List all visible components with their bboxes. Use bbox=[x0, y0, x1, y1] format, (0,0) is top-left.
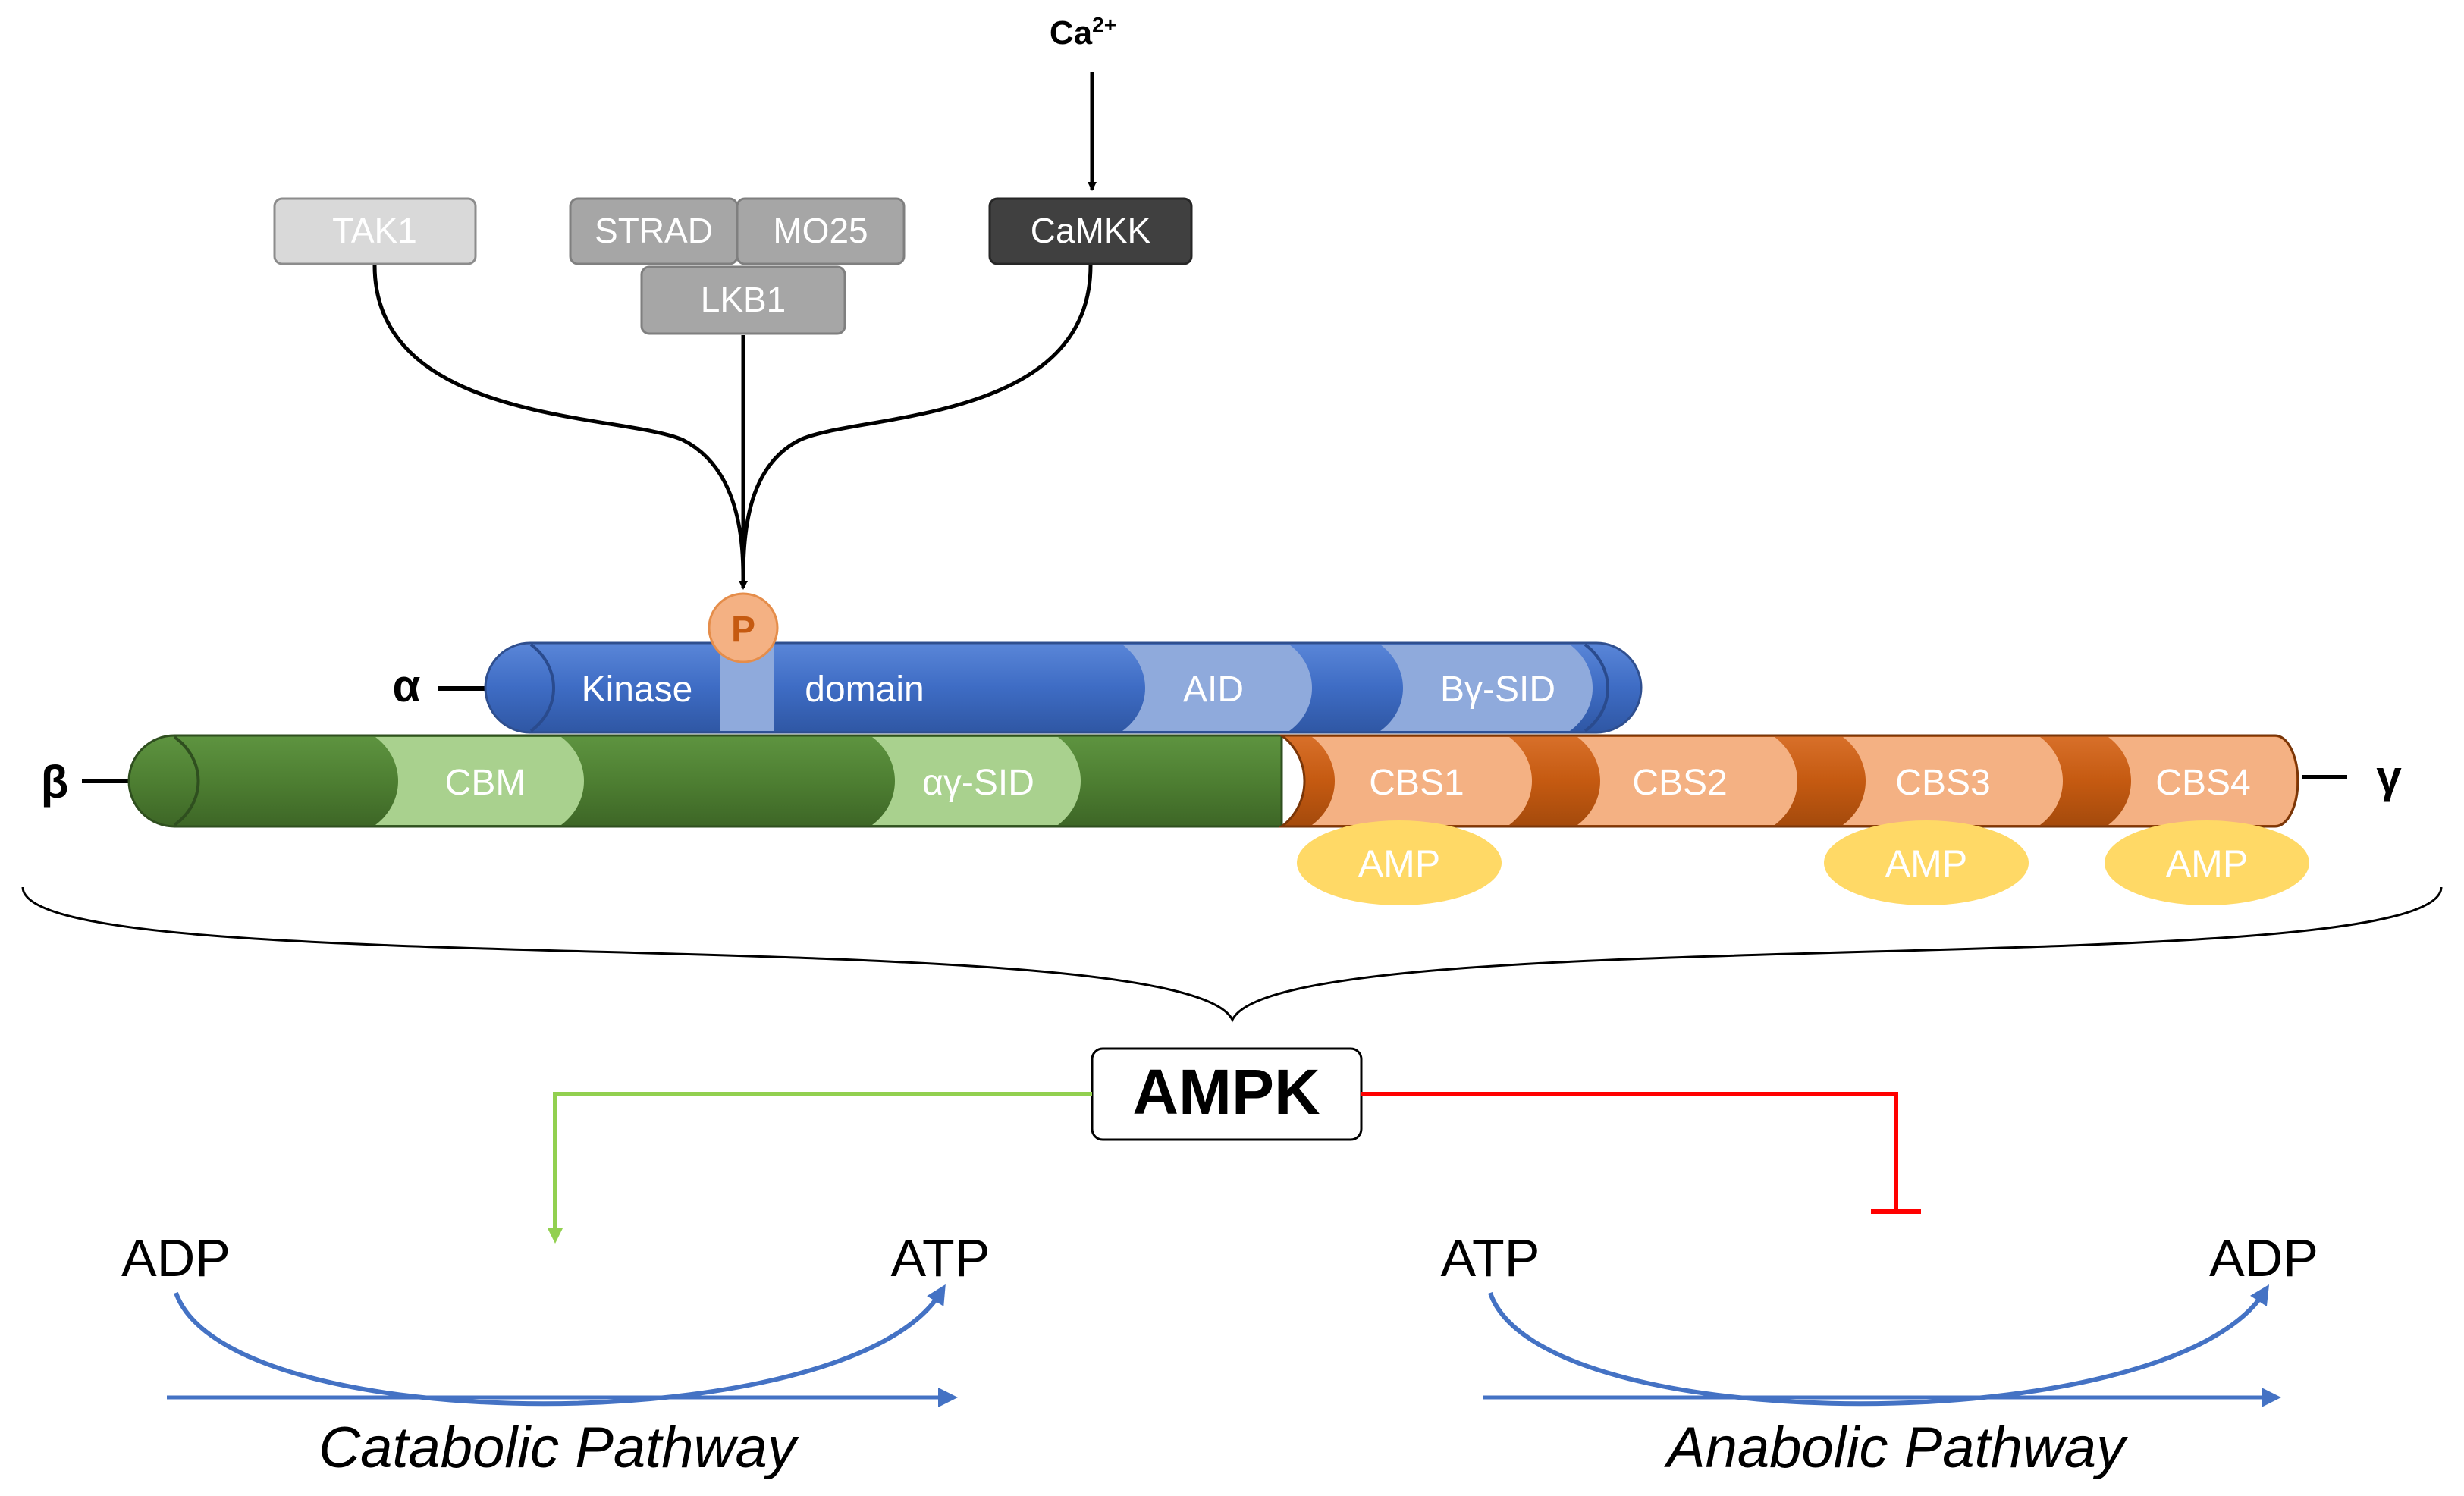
anabolic-product: ADP bbox=[2209, 1228, 2318, 1287]
calcium-label: Ca2+ bbox=[1050, 13, 1116, 52]
kinase-domain-label-right: domain bbox=[805, 670, 924, 710]
cbm-label: CBM bbox=[445, 763, 526, 803]
activation-arrow bbox=[548, 1092, 1092, 1244]
lkb1-box[interactable]: LKB1 bbox=[640, 265, 846, 335]
beta-symbol: β bbox=[41, 757, 69, 808]
catabolic-cofactor-arc bbox=[174, 1284, 946, 1407]
catabolic-product: ATP bbox=[891, 1228, 990, 1287]
amp-label: AMP bbox=[1885, 842, 1967, 885]
lkb1-label: LKB1 bbox=[701, 280, 786, 319]
tak1-box[interactable]: TAK1 bbox=[273, 197, 477, 265]
gamma-symbol: γ bbox=[2376, 751, 2402, 802]
phospho-site: P bbox=[708, 592, 779, 663]
mo25-box[interactable]: MO25 bbox=[736, 197, 906, 265]
amp-label: AMP bbox=[2166, 842, 2248, 885]
tak1-arrow bbox=[372, 265, 745, 577]
amp-bubble-cbs3: AMP bbox=[1824, 820, 2029, 905]
strad-box[interactable]: STRAD bbox=[569, 197, 739, 265]
phospho-label: P bbox=[731, 610, 755, 650]
cbs1-label: CBS1 bbox=[1369, 763, 1464, 803]
anabolic-cofactor-arc bbox=[1488, 1284, 2270, 1407]
alpha-subunit bbox=[484, 641, 1643, 734]
aid-label: AID bbox=[1183, 670, 1244, 710]
cbs4-label: CBS4 bbox=[2155, 763, 2250, 803]
inhibition-line bbox=[1361, 1092, 1898, 1212]
strad-label: STRAD bbox=[595, 211, 713, 250]
bg-sid-label: Βγ-SID bbox=[1440, 670, 1555, 710]
amp-bubble-cbs4: AMP bbox=[2105, 820, 2309, 905]
complex-brace bbox=[21, 886, 2443, 1023]
ampk-label: AMPK bbox=[1132, 1056, 1320, 1127]
ampk-box[interactable]: AMPK bbox=[1091, 1047, 1363, 1141]
alpha-symbol: α bbox=[393, 660, 421, 711]
amp-label: AMP bbox=[1358, 842, 1440, 885]
cbs3-label: CBS3 bbox=[1895, 763, 1990, 803]
camkk-label: CaMKK bbox=[1031, 211, 1151, 250]
gamma-subunit bbox=[1278, 734, 2299, 828]
beta-subunit bbox=[127, 734, 1283, 828]
mo25-label: MO25 bbox=[773, 211, 868, 250]
tak1-label: TAK1 bbox=[332, 211, 417, 250]
camkk-box[interactable]: CaMKK bbox=[988, 197, 1193, 265]
catabolic-substrate: ADP bbox=[121, 1228, 231, 1287]
anabolic-substrate: ATP bbox=[1441, 1228, 1540, 1287]
ag-sid-label: αγ-SID bbox=[922, 763, 1034, 803]
amp-bubble-cbs1: AMP bbox=[1297, 820, 1502, 905]
anabolic-label: Anabolic Pathway bbox=[1664, 1416, 2128, 1480]
catabolic-label: Catabolic Pathway bbox=[319, 1416, 799, 1480]
camkk-arrow bbox=[741, 265, 1093, 577]
kinase-domain-label-left: Kinase bbox=[582, 670, 693, 710]
cbs2-label: CBS2 bbox=[1632, 763, 1727, 803]
